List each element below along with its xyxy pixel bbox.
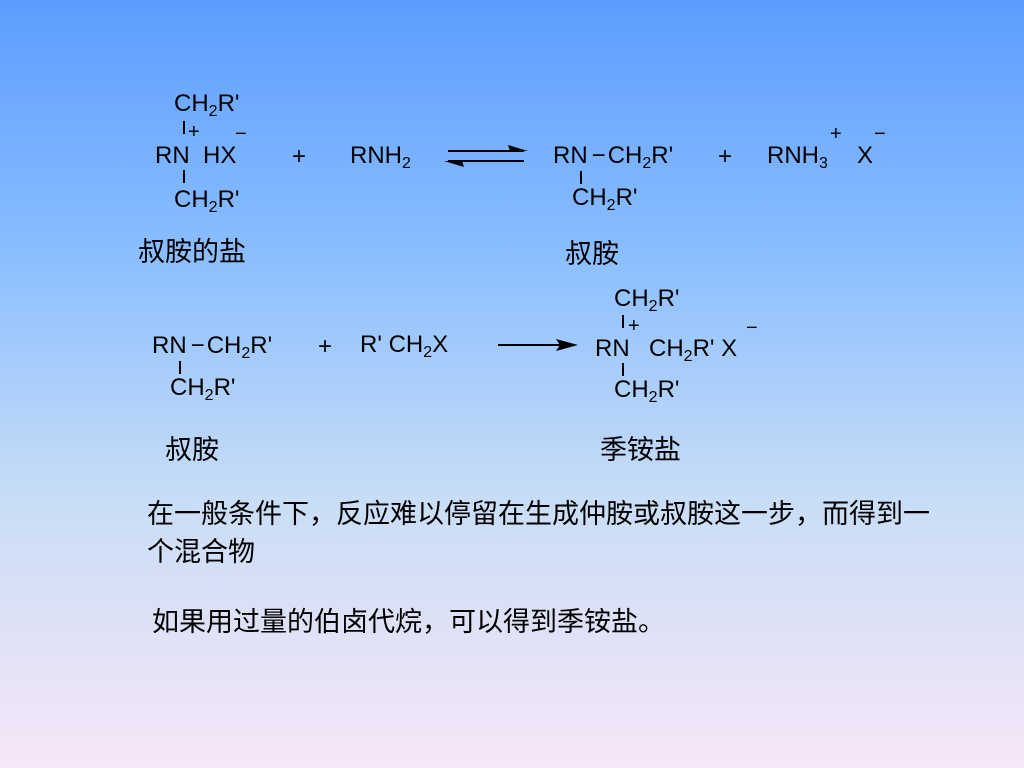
quat-bottom-group: CH2R': [614, 376, 680, 406]
salt-top-bond: [183, 121, 185, 134]
reagent-primary-amine: RNH2: [350, 142, 411, 172]
label-tertiary-amine-1: 叔胺: [565, 239, 619, 270]
reagent-alkyl-halide: R' CH2X: [360, 331, 449, 361]
amine-2-bond: [179, 361, 181, 374]
salt-minus-charge: −: [235, 123, 247, 145]
forward-arrow: [498, 339, 578, 351]
product-amine-bond: [580, 171, 582, 184]
paragraph-mixture-note: 在一般条件下，反应难以停留在生成仲胺或叔胺这一步，而得到一个混合物: [147, 499, 930, 568]
quat-nitrogen: RN: [595, 335, 630, 362]
amine-2-bottom: CH2R': [170, 374, 236, 404]
salt-bottom-group: CH2R': [174, 186, 240, 216]
amine-2: RN−CH2R': [152, 332, 273, 362]
quat-bottom-bond: [622, 363, 624, 376]
product-amine: RN−CH2R': [553, 142, 674, 172]
salt-top-group: CH2R': [174, 90, 240, 120]
quat-right-group: CH2R' X: [649, 335, 738, 365]
ammonium-plus-charge: +: [830, 123, 842, 145]
plus-sign-1: +: [292, 143, 307, 170]
product-anion: X: [857, 142, 874, 169]
quat-top-bond: [622, 315, 624, 328]
salt-nitrogen: RN: [155, 142, 190, 169]
paragraph-quaternary-note: 如果用过量的伯卤代烷，可以得到季铵盐。: [152, 607, 665, 638]
label-tertiary-amine-salt: 叔胺的盐: [138, 237, 246, 268]
label-quaternary-ammonium-salt: 季铵盐: [600, 435, 681, 466]
equilibrium-arrow: [444, 145, 528, 167]
anion-minus-charge: −: [874, 123, 886, 145]
salt-acid: HX: [203, 142, 237, 169]
quat-plus-charge: +: [628, 315, 640, 337]
quat-top-group: CH2R': [614, 285, 680, 315]
product-ammonium: RNH3: [767, 142, 828, 172]
salt-bottom-bond: [183, 170, 185, 183]
salt-plus-charge: +: [188, 121, 200, 143]
plus-sign-3: +: [318, 333, 333, 360]
quat-minus-charge: −: [746, 317, 758, 339]
product-amine-bottom: CH2R': [572, 184, 638, 214]
label-tertiary-amine-2: 叔胺: [165, 435, 219, 466]
plus-sign-2: +: [718, 143, 733, 170]
